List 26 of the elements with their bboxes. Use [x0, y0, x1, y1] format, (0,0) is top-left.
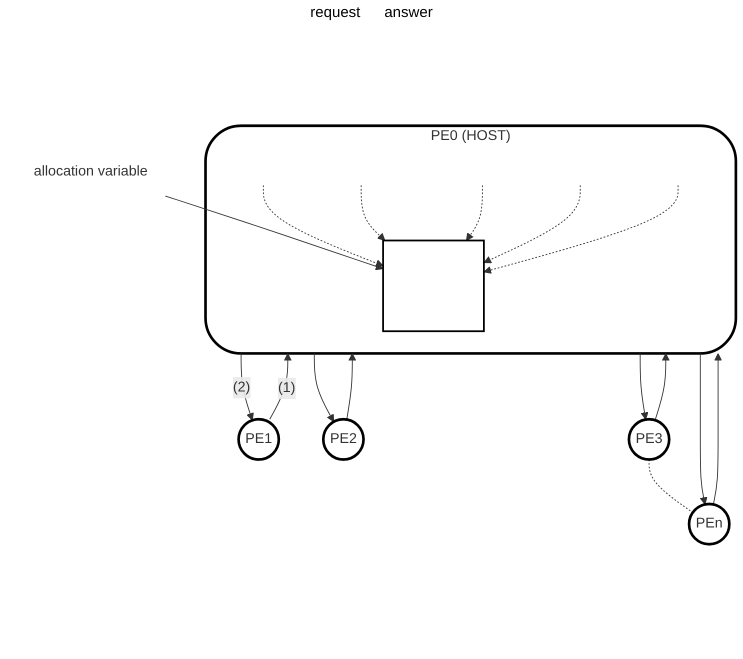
arrow: [240, 353, 254, 421]
node-box: [382, 240, 485, 332]
arrow: [346, 353, 356, 420]
node-circle: PE2: [322, 418, 365, 461]
arrow: [269, 353, 292, 420]
cluster: PE0 (HOST): [204, 124, 738, 355]
arrow: [164, 196, 384, 270]
edge-label: (2): [232, 380, 250, 395]
arrow: [712, 353, 722, 504]
node-circle: PE3: [628, 418, 671, 461]
arrow: [484, 184, 679, 274]
note-text: answer: [384, 4, 433, 21]
arrow: [484, 184, 581, 264]
connector: [648, 459, 694, 513]
arrow: [360, 184, 386, 241]
note-text: request: [310, 4, 360, 21]
edge-label: (1): [278, 380, 296, 396]
arrow: [700, 353, 708, 505]
node-circle: PEn: [688, 502, 731, 546]
arrow: [262, 184, 384, 267]
arrow: [640, 353, 648, 420]
arrow: [466, 184, 483, 241]
node-text: allocation variable: [34, 164, 148, 180]
node-circle: PE1: [237, 418, 280, 461]
arrow: [314, 353, 334, 422]
arrow: [654, 353, 670, 420]
